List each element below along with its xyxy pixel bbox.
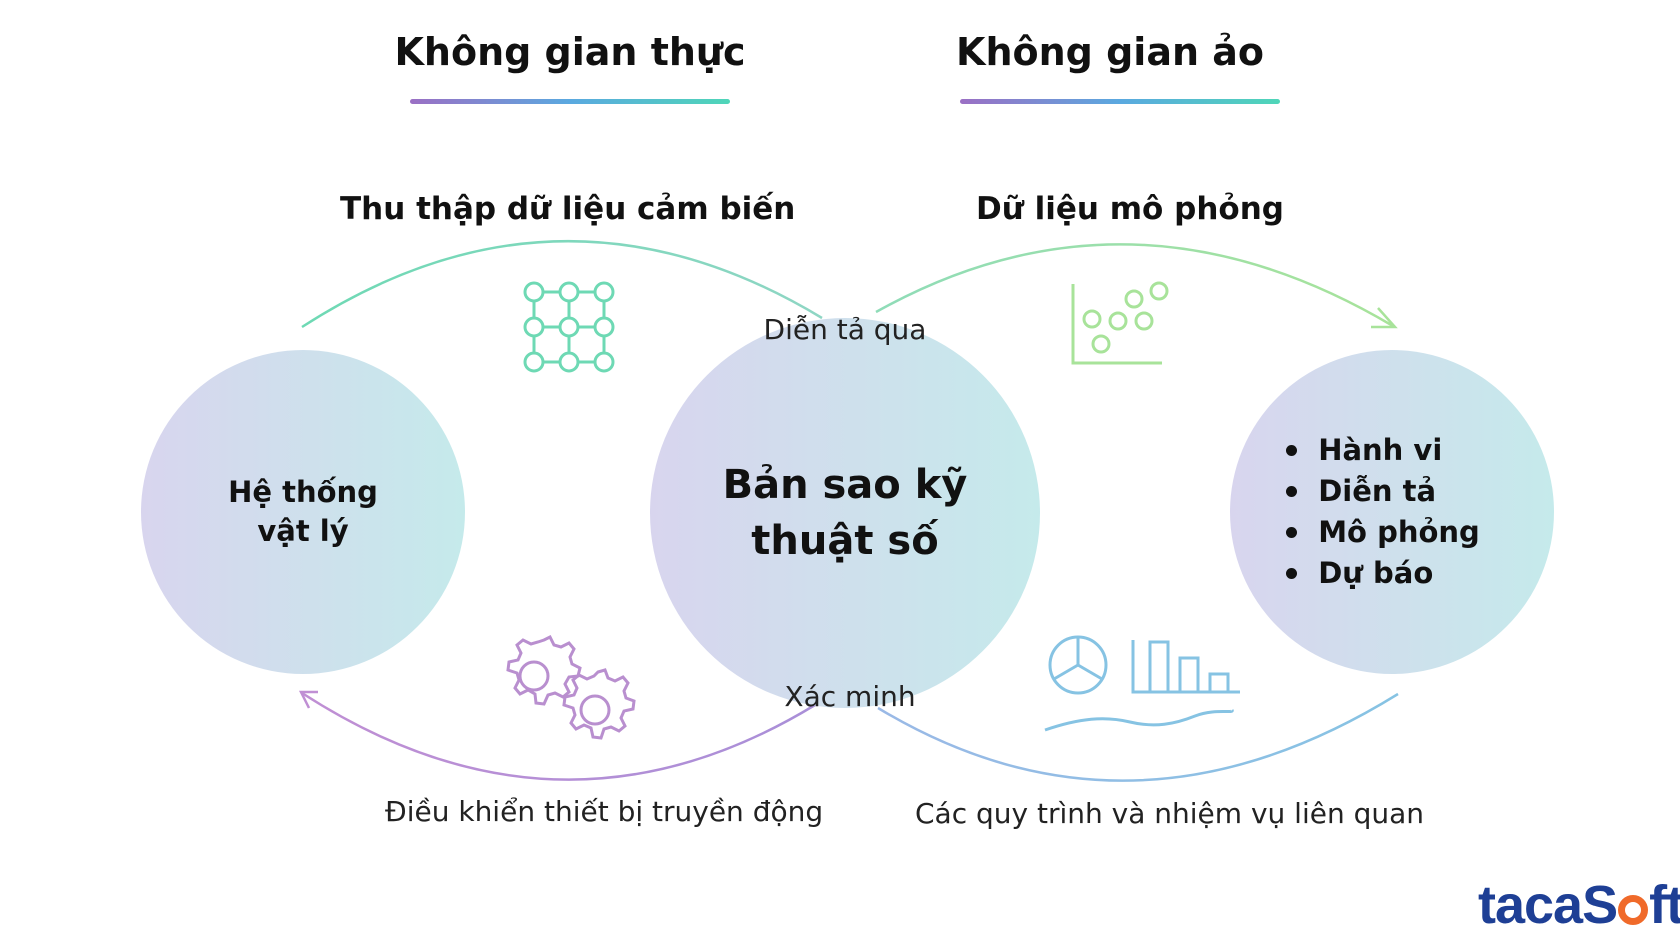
line-wave-icon [1044, 709, 1234, 732]
label-sensor-data-collection: Thu thập dữ liệu cảm biến [340, 191, 796, 227]
physical-system-line2: vật lý [257, 514, 349, 548]
virtual-space-underline [960, 99, 1280, 104]
bar-chart-icon [1131, 640, 1240, 694]
arrowhead-bottom-left [298, 690, 318, 709]
digital-twin-line1: Bản sao kỹ [722, 462, 968, 508]
logo-suffix: ft [1649, 875, 1680, 935]
real-space-underline [410, 99, 730, 104]
arc-bottom-left [301, 691, 816, 781]
arc-top-right [875, 243, 1394, 328]
arc-top-left [301, 239, 823, 329]
list-item: Dự báo [1286, 553, 1480, 594]
label-verification: Xác minh [784, 680, 916, 713]
logo-o-icon [1618, 895, 1649, 925]
list-item: Diễn tả [1286, 471, 1480, 512]
physical-system-line1: Hệ thống [228, 474, 378, 509]
scatter-plot-icon [1071, 281, 1169, 365]
circle-physical-system: Hệ thống vật lý [141, 350, 465, 674]
circle-digital-twin: Bản sao kỹ thuật số [650, 318, 1040, 708]
logo-s: S [1582, 875, 1618, 935]
label-actuator-control: Điều khiển thiết bị truyền động [385, 795, 824, 828]
virtual-space-heading: Không gian ảo [956, 30, 1264, 74]
label-simulation-data: Dữ liệu mô phỏng [976, 191, 1284, 227]
sensor-grid-icon [523, 281, 615, 373]
logo-prefix: taca [1478, 875, 1583, 935]
pie-chart-icon [1048, 635, 1108, 695]
list-item: Mô phỏng [1286, 512, 1480, 553]
arrowhead-top-right [1371, 307, 1398, 329]
circle-virtual-functions: Hành vi Diễn tả Mô phỏng Dự báo [1230, 350, 1554, 674]
label-expressed-via: Diễn tả qua [763, 313, 927, 346]
virtual-functions-list: Hành vi Diễn tả Mô phỏng Dự báo [1286, 430, 1480, 594]
real-space-heading: Không gian thực [394, 30, 746, 74]
label-related-processes: Các quy trình và nhiệm vụ liên quan [915, 797, 1425, 830]
digital-twin-line2: thuật số [751, 518, 939, 564]
list-item: Hành vi [1286, 430, 1480, 471]
gears-icon [506, 634, 636, 740]
arc-bottom-right [877, 692, 1399, 782]
